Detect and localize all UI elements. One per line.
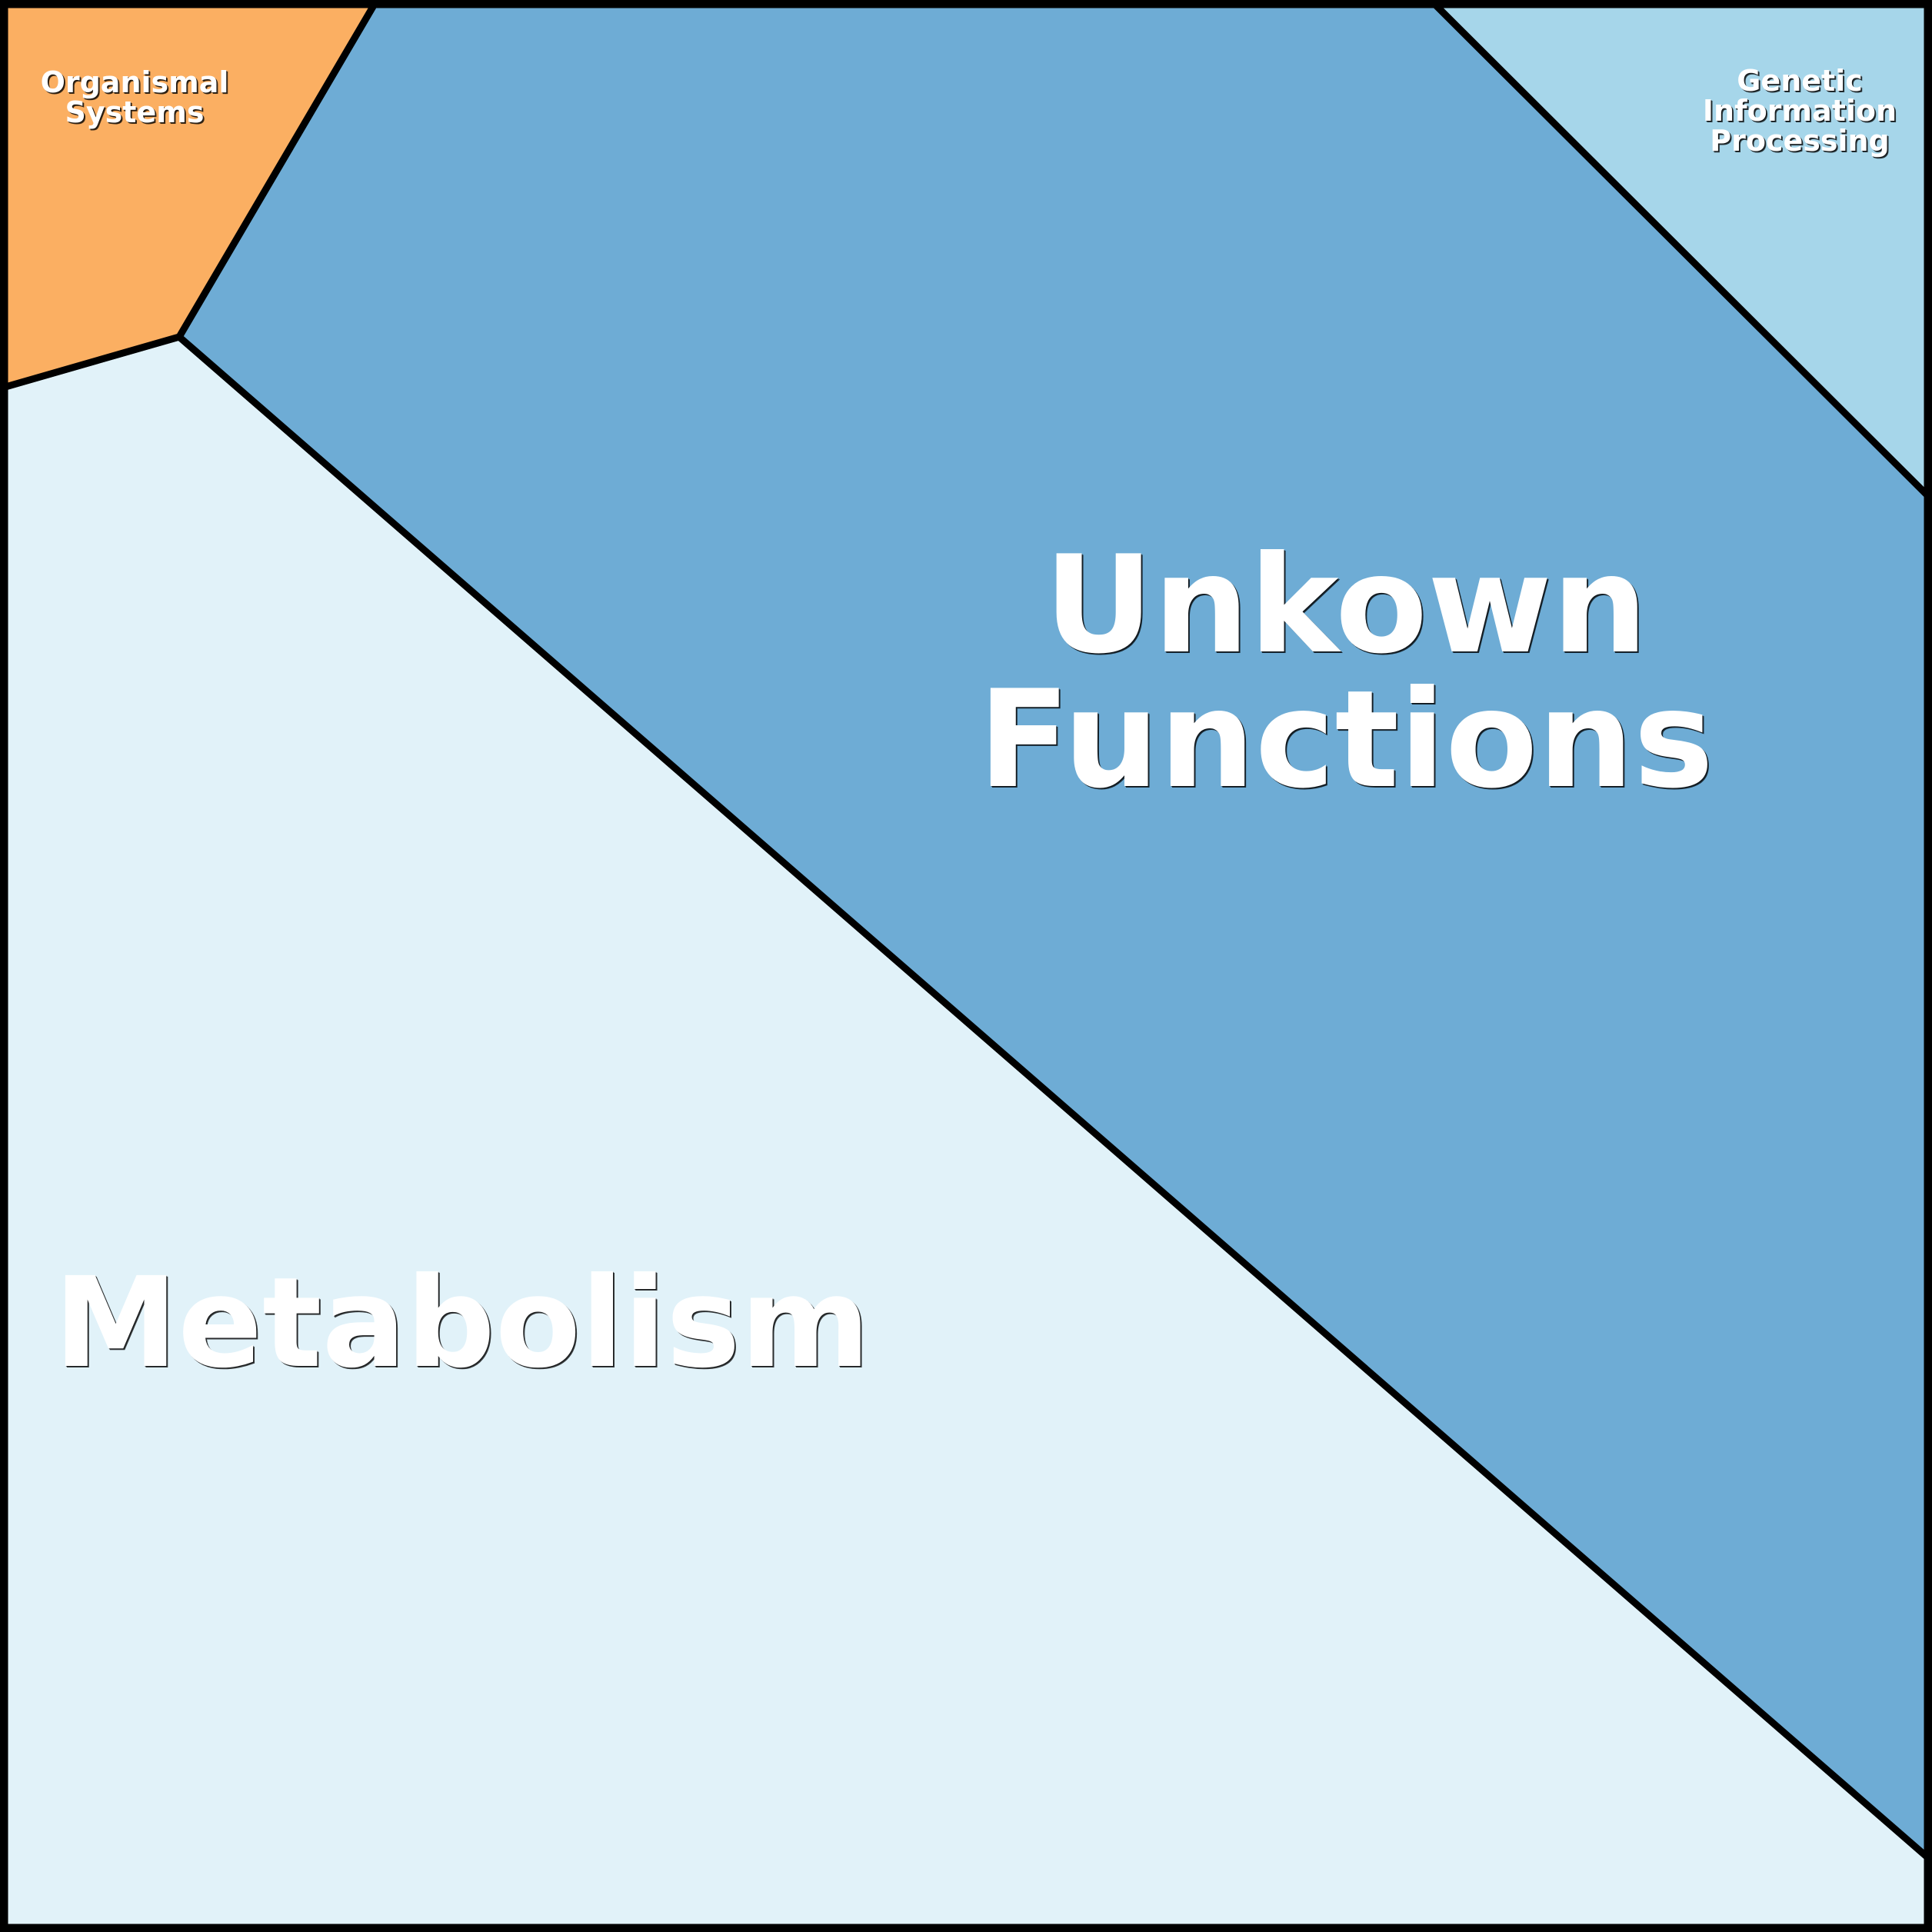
cell-genetic-information-processing[interactable] <box>1425 0 1932 505</box>
cell-organismal-systems[interactable] <box>0 0 381 392</box>
